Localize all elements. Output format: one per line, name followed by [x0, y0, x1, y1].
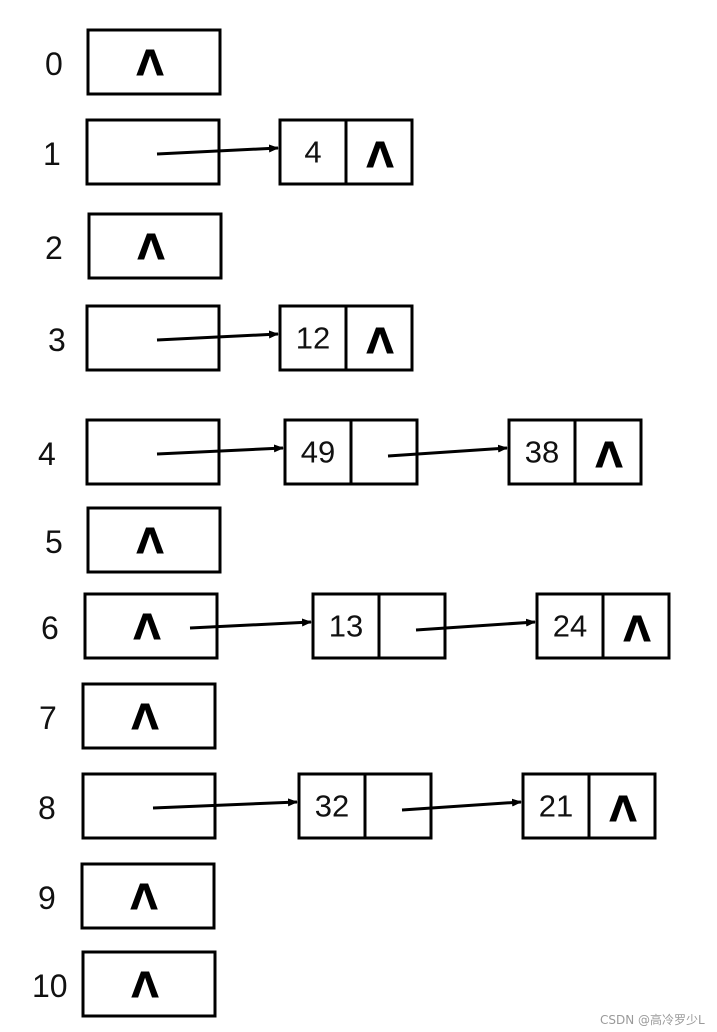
- bucket-head-cell: [81, 682, 217, 750]
- null-symbol: Λ: [136, 522, 164, 563]
- null-symbol: Λ: [130, 878, 158, 919]
- pointer-arrow: [401, 798, 522, 812]
- bucket-index-label: 1: [43, 136, 61, 172]
- node-value: 4: [304, 135, 321, 170]
- pointer-arrow: [415, 618, 536, 632]
- bucket-head-cell: [86, 28, 222, 96]
- pointer-arrow: [156, 444, 284, 456]
- null-symbol: Λ: [366, 136, 394, 177]
- null-symbol: Λ: [137, 228, 165, 269]
- null-symbol: Λ: [623, 610, 651, 651]
- bucket-head-cell: [80, 862, 216, 930]
- pointer-arrow: [189, 618, 312, 630]
- node-value: 49: [301, 435, 335, 470]
- bucket-index-label: 3: [48, 322, 66, 358]
- pointer-arrow: [156, 144, 279, 156]
- node-value: 32: [315, 789, 349, 824]
- bucket-index-label: 9: [38, 880, 56, 916]
- node-value: 12: [296, 321, 330, 356]
- node-value: 24: [553, 609, 587, 644]
- null-symbol: Λ: [136, 44, 164, 85]
- bucket-head-cell: [81, 950, 217, 1018]
- node-value: 21: [539, 789, 573, 824]
- null-symbol: Λ: [595, 436, 623, 477]
- null-symbol: Λ: [133, 608, 161, 649]
- bucket-head-cell: [86, 506, 222, 574]
- node-value: 13: [329, 609, 363, 644]
- bucket-index-label: 2: [45, 230, 63, 266]
- bucket-index-label: 10: [32, 968, 68, 1004]
- watermark-text: CSDN @高冷罗少L: [600, 1012, 705, 1027]
- bucket-index-label: 4: [38, 436, 56, 472]
- pointer-arrow: [156, 330, 279, 342]
- pointer-arrow: [152, 798, 298, 810]
- null-symbol: Λ: [131, 698, 159, 739]
- bucket-index-label: 6: [41, 610, 59, 646]
- pointer-arrow: [387, 444, 508, 458]
- bucket-index-label: 0: [45, 46, 63, 82]
- null-symbol: Λ: [131, 966, 159, 1007]
- bucket-index-label: 5: [45, 524, 63, 560]
- node-value: 38: [525, 435, 559, 470]
- bucket-index-label: 7: [39, 700, 57, 736]
- null-symbol: Λ: [609, 790, 637, 831]
- bucket-index-label: 8: [38, 790, 56, 826]
- bucket-head-cell: [87, 212, 223, 280]
- null-symbol: Λ: [366, 322, 394, 363]
